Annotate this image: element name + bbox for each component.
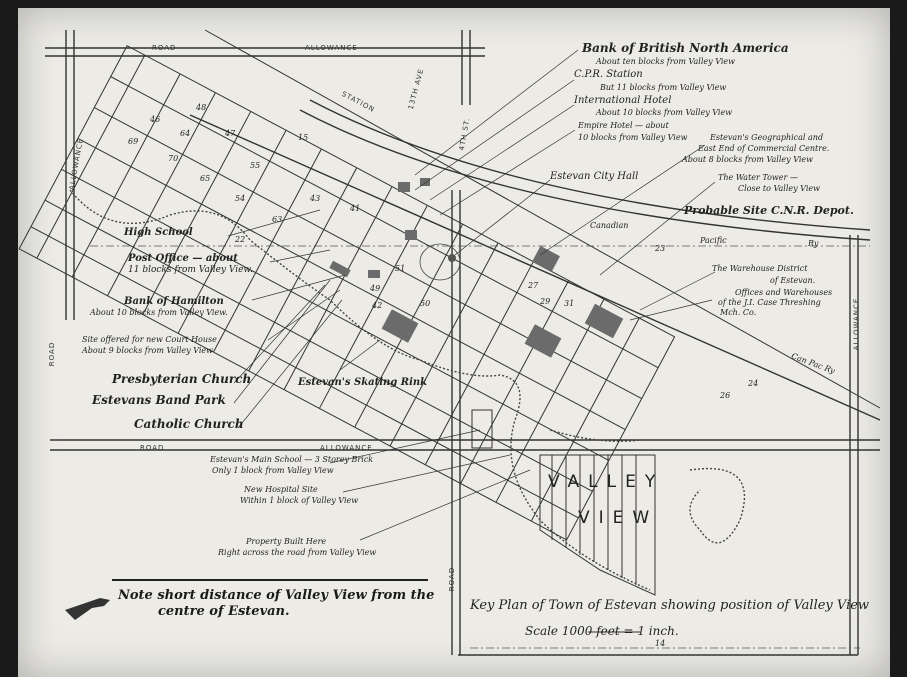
post-office-label: Post Office — about (128, 253, 238, 264)
block-number: 26 (720, 391, 731, 400)
post-office-sublabel: 11 blocks from Valley View. (128, 265, 253, 275)
bank-hamilton-sublabel: About 10 blocks from Valley View. (90, 308, 228, 317)
warehouse-sublabel-4: Mch. Co. (720, 308, 757, 317)
note-line-1: Note short distance of Valley View from … (118, 588, 435, 603)
property-sublabel: Right across the road from Valley View (218, 548, 377, 557)
road-label-vertical: ROAD (448, 566, 457, 592)
block-number: 47 (225, 129, 236, 138)
canadian-label: Canadian (590, 221, 629, 230)
pacific-label: Pacific (700, 236, 727, 245)
block-number: 15 (298, 133, 309, 142)
block-number: 43 (310, 194, 321, 203)
block-number: 55 (250, 161, 261, 170)
warehouse-sublabel-2: Offices and Warehouses (735, 288, 833, 297)
empire-hotel-sublabel: 10 blocks from Valley View (578, 133, 688, 142)
geo-centre-sublabel-2: About 8 blocks from Valley View (682, 155, 813, 164)
cnr-depot-label: Probable Site C.N.R. Depot. (684, 204, 854, 217)
water-tower-label: The Water Tower — (718, 173, 798, 182)
section-number-22: 22 (235, 235, 246, 244)
block-number: 65 (200, 174, 211, 183)
block-number: 51 (395, 264, 406, 273)
key-plan-title: Key Plan of Town of Estevan showing posi… (470, 598, 870, 613)
hospital-label: New Hospital Site (244, 485, 318, 494)
warehouse-sublabel-3: of the J.I. Case Threshing (718, 298, 821, 307)
scale-label: Scale 1000 feet = 1 inch. (525, 624, 679, 638)
court-house-label: Site offered for new Court House (82, 335, 217, 344)
international-hotel-sublabel: About 10 blocks from Valley View (596, 108, 733, 117)
block-number: 41 (350, 204, 361, 213)
block-number: 24 (748, 379, 759, 388)
high-school-label: High School (124, 227, 193, 238)
section-number-23: 23 (655, 244, 666, 253)
catholic-church-label: Catholic Church (134, 417, 244, 431)
valley-view-label-2: VIEW (578, 508, 659, 528)
hospital-sublabel: Within 1 block of Valley View (240, 496, 359, 505)
empire-hotel-label: Empire Hotel — about (578, 121, 669, 130)
road-label-bottom: ROAD (140, 444, 165, 452)
bank-bna-sublabel: About ten blocks from Valley View (596, 57, 735, 66)
note-text: Note short distance of Valley View from … (118, 588, 434, 619)
block-number: 63 (272, 215, 283, 224)
block-number: 70 (168, 154, 179, 163)
block-number: 54 (235, 194, 246, 203)
cpr-station-sublabel: But 11 blocks from Valley View (600, 83, 727, 92)
warehouse-sublabel-1: of Estevan. (770, 276, 816, 285)
geo-centre-sublabel-1: East End of Commercial Centre. (698, 144, 830, 153)
block-number: 48 (196, 103, 207, 112)
block-number: 29 (540, 297, 551, 306)
road-label-top: ROAD (152, 44, 177, 52)
international-hotel-label: International Hotel (574, 95, 672, 106)
court-house-sublabel: About 9 blocks from Valley View (82, 346, 213, 355)
block-number: 31 (564, 299, 575, 308)
allowance-label-right: ALLOWANCE (852, 297, 861, 351)
main-school-sublabel: Only 1 block from Valley View (212, 466, 334, 475)
water-tower-sublabel: Close to Valley View (738, 184, 820, 193)
map-paper (18, 8, 890, 677)
band-park-label: Estevans Band Park (92, 393, 226, 407)
block-number: 27 (528, 281, 539, 290)
city-hall-label: Estevan City Hall (550, 171, 639, 182)
bank-hamilton-label: Bank of Hamilton (124, 296, 224, 307)
bank-bna-label: Bank of British North America (582, 41, 789, 55)
note-line-2: centre of Estevan. (158, 603, 290, 619)
block-number: 46 (150, 115, 161, 124)
section-number-14: 14 (655, 639, 666, 648)
ry-label: Ry (808, 239, 819, 248)
presbyterian-church-label: Presbyterian Church (112, 372, 252, 386)
block-number: 42 (372, 301, 383, 310)
pointing-hand-icon (65, 598, 110, 620)
warehouse-label: The Warehouse District (712, 264, 808, 273)
skating-rink-label: Estevan's Skating Rink (298, 377, 428, 388)
valley-view-label-1: VALLEY (548, 472, 665, 492)
cpr-station-label: C.P.R. Station (574, 69, 643, 80)
road-label-left: ROAD (48, 341, 57, 367)
block-number: 49 (370, 284, 381, 293)
geo-centre-label: Estevan's Geographical and (710, 133, 824, 142)
main-school-label: Estevan's Main School — 3 Storey Brick (210, 455, 374, 464)
allowance-label-top: ALLOWANCE (305, 44, 358, 52)
block-number: 50 (420, 299, 431, 308)
property-label: Property Built Here (246, 537, 327, 546)
block-number: 69 (128, 137, 139, 146)
allowance-label-bottom: ALLOWANCE (320, 444, 373, 452)
block-number: 64 (180, 129, 191, 138)
